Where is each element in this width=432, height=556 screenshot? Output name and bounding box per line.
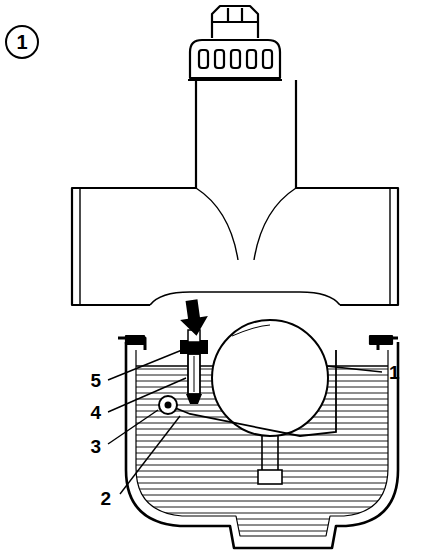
callout-number: 2: [100, 489, 111, 508]
callout-number: 1: [389, 363, 400, 382]
callout-number: 4: [90, 403, 101, 422]
figure-number-circle: 1: [5, 25, 39, 59]
callout-number: 3: [90, 437, 101, 456]
callout-number: 5: [90, 371, 101, 390]
figure-number: 1: [16, 32, 27, 52]
